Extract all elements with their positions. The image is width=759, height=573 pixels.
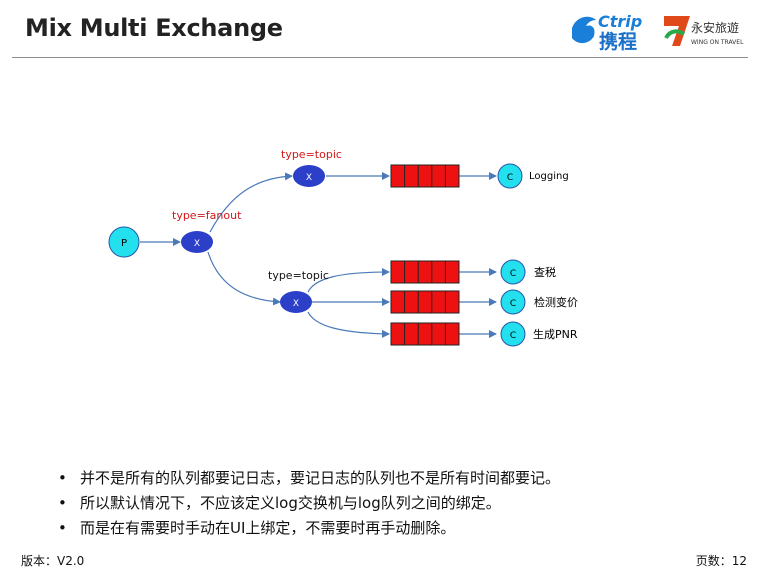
consumer-price-check-letter: C (510, 299, 516, 309)
consumer-logging-node (497, 163, 523, 189)
dolphin-icon (572, 16, 596, 44)
topic-exchange-lower-node (280, 291, 312, 313)
consumer-pnr-node (500, 321, 526, 347)
consumer-tax-letter: C (510, 269, 516, 279)
topic-type-upper-label: type=topic (281, 148, 342, 161)
topic-exchange-upper-node (293, 165, 325, 187)
consumer-pnr-letter: C (510, 331, 516, 341)
version-label: 版本：V2.0 (21, 554, 85, 568)
logo-wingon-en: WING ON TRAVEL (691, 39, 744, 46)
producer-node (108, 226, 140, 258)
bullet-item: 而是在有需要时手动在UI上绑定，不需要时再手动删除。 (58, 516, 560, 541)
consumer-price-check-label: 检测变价 (534, 295, 578, 309)
queue-tax (390, 260, 460, 284)
topic-type-lower-label: type=topic (268, 269, 329, 282)
logo-wingon-cn: 永安旅遊 (691, 20, 739, 35)
company-logo: Ctrip 携程 永安旅遊 WING ON TRAVEL (572, 12, 744, 53)
consumer-price-check-node (500, 289, 526, 315)
bullet-item: 并不是所有的队列都要记日志，要记日志的队列也不是所有时间都要记。 (58, 466, 560, 491)
fanout-exchange-node (181, 231, 213, 253)
title-divider (12, 57, 748, 58)
consumer-logging-letter: C (507, 173, 513, 183)
queue-pnr (390, 322, 460, 346)
slide-title: Mix Multi Exchange (25, 14, 283, 42)
topic-exchange-upper-label: X (306, 173, 312, 183)
consumer-tax-node (500, 259, 526, 285)
bullet-list: 并不是所有的队列都要记日志，要记日志的队列也不是所有时间都要记。 所以默认情况下… (58, 466, 560, 541)
consumer-logging-label: Logging (529, 171, 569, 182)
wingon-mark-icon (664, 16, 690, 46)
queue-logging (390, 164, 460, 188)
producer-label: P (121, 238, 127, 249)
edge-topic-lower-queue-pnr (307, 311, 390, 338)
queue-price-check (390, 290, 460, 314)
logo-ctrip-cn: 携程 (599, 30, 637, 53)
edge-fanout-topic-upper (209, 172, 293, 233)
edge-fanout-topic-lower (207, 251, 281, 306)
logo-ctrip-en: Ctrip (598, 12, 642, 31)
page-number: 页数：12 (695, 554, 747, 568)
consumer-tax-label: 查税 (534, 265, 556, 279)
edge-topic-lower-queue-tax (307, 268, 390, 293)
fanout-exchange-label: X (194, 239, 200, 249)
topic-exchange-lower-label: X (293, 299, 299, 309)
consumer-pnr-label: 生成PNR (533, 327, 578, 341)
fanout-type-label: type=fanout (172, 209, 242, 222)
bullet-item: 所以默认情况下，不应该定义log交换机与log队列之间的绑定。 (58, 491, 560, 516)
